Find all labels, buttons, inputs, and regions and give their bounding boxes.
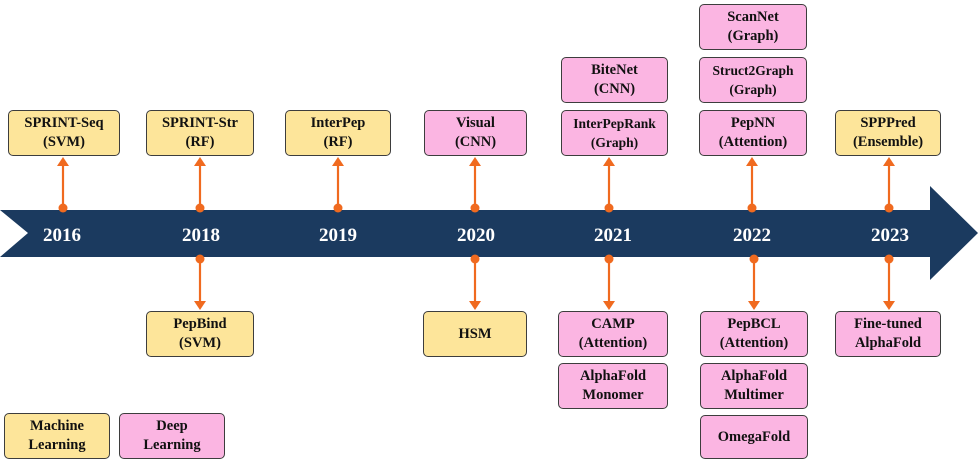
method-name: BiteNet (591, 62, 638, 78)
method-name: Struct2Graph (712, 63, 794, 78)
method-type: (SVM) (179, 335, 221, 351)
connector-2020-bottom (469, 254, 481, 310)
method-type: AlphaFold (854, 335, 922, 351)
method-box-scannet: ScanNet (Graph) (699, 4, 807, 50)
year-2023: 2023 (871, 225, 909, 246)
method-name: PepNN (730, 115, 776, 131)
method-box-alphafold-monomer: AlphaFold Monomer (558, 363, 668, 409)
method-type: Multimer (724, 387, 784, 403)
method-box-bitenet: BiteNet (CNN) (561, 57, 668, 103)
method-name: SPPPred (860, 115, 916, 131)
method-type: (Graph) (727, 28, 779, 44)
method-type: (Graph) (590, 135, 639, 150)
year-2018: 2018 (182, 225, 220, 246)
connector-2021-bottom (603, 254, 615, 310)
connector-2023-bottom (883, 254, 895, 310)
connector-2022-bottom (748, 254, 760, 310)
method-name: OmegaFold (717, 428, 791, 445)
connector-2020-top (469, 157, 481, 213)
connector-2021-top (603, 157, 615, 213)
method-type: (Graph) (729, 82, 777, 97)
method-name: AlphaFold (579, 368, 647, 384)
method-name: HSM (458, 325, 492, 342)
method-box-alphafold-multimer: AlphaFold Multimer (700, 363, 808, 409)
method-name: PepBCL (727, 316, 781, 332)
method-type: (SVM) (43, 134, 85, 150)
year-2020: 2020 (457, 225, 495, 246)
method-name: InterPep (310, 115, 366, 131)
year-2022: 2022 (733, 225, 771, 246)
method-box-omegafold: OmegaFold (700, 415, 808, 459)
legend-deep-learning: Deep Learning (119, 413, 225, 459)
method-box-spppred: SPPPred (Ensemble) (835, 110, 941, 156)
method-box-visual: Visual (CNN) (424, 110, 527, 156)
year-2016: 2016 (43, 225, 81, 246)
connector-2022-top (746, 157, 758, 213)
year-2019: 2019 (319, 225, 357, 246)
timeline-arrow (0, 186, 978, 280)
method-type: (Attention) (578, 335, 648, 351)
method-type: (CNN) (454, 134, 497, 150)
legend-machine-learning: Machine Learning (4, 413, 110, 459)
method-type: (RF) (323, 134, 353, 150)
method-name: Fine-tuned (854, 316, 922, 332)
method-type: (CNN) (593, 81, 636, 97)
method-type: Monomer (582, 387, 644, 403)
method-box-camp: CAMP (Attention) (558, 311, 668, 357)
method-name: InterPepRank (573, 116, 656, 131)
method-type: (RF) (185, 134, 215, 150)
legend-label-line1: Deep (156, 418, 188, 434)
legend-label-line2: Learning (28, 437, 86, 453)
method-name: SPRINT-Seq (24, 115, 104, 131)
method-box-interpeprank: InterPepRank (Graph) (561, 110, 668, 156)
legend-label-line2: Learning (143, 437, 201, 453)
method-name: SPRINT-Str (161, 115, 238, 131)
method-name: Visual (456, 115, 495, 131)
method-box-interpep: InterPep (RF) (285, 110, 391, 156)
connector-2018-bottom (194, 254, 206, 310)
method-box-pepbind: PepBind (SVM) (146, 311, 254, 357)
method-box-pepnn: PepNN (Attention) (699, 110, 807, 156)
connector-2018-top (194, 157, 206, 213)
method-box-sprint-seq: SPRINT-Seq (SVM) (8, 110, 120, 156)
method-box-sprint-str: SPRINT-Str (RF) (146, 110, 254, 156)
method-box-pepbcl: PepBCL (Attention) (700, 311, 808, 357)
connector-2019-top (332, 157, 344, 213)
method-type: (Attention) (719, 335, 789, 351)
connector-2016-top (57, 157, 69, 213)
method-type: (Attention) (718, 134, 788, 150)
legend-label-line1: Machine (30, 418, 84, 434)
method-type: (Ensemble) (852, 134, 924, 150)
method-name: CAMP (591, 316, 635, 332)
year-2021: 2021 (594, 225, 632, 246)
connector-2023-top (883, 157, 895, 213)
method-box-hsm: HSM (423, 311, 527, 357)
method-name: AlphaFold (720, 368, 788, 384)
method-name: ScanNet (727, 9, 779, 25)
method-name: PepBind (173, 316, 227, 332)
method-box-finetuned-alphafold: Fine-tuned AlphaFold (835, 311, 941, 357)
method-box-struct2graph: Struct2Graph (Graph) (699, 57, 807, 103)
